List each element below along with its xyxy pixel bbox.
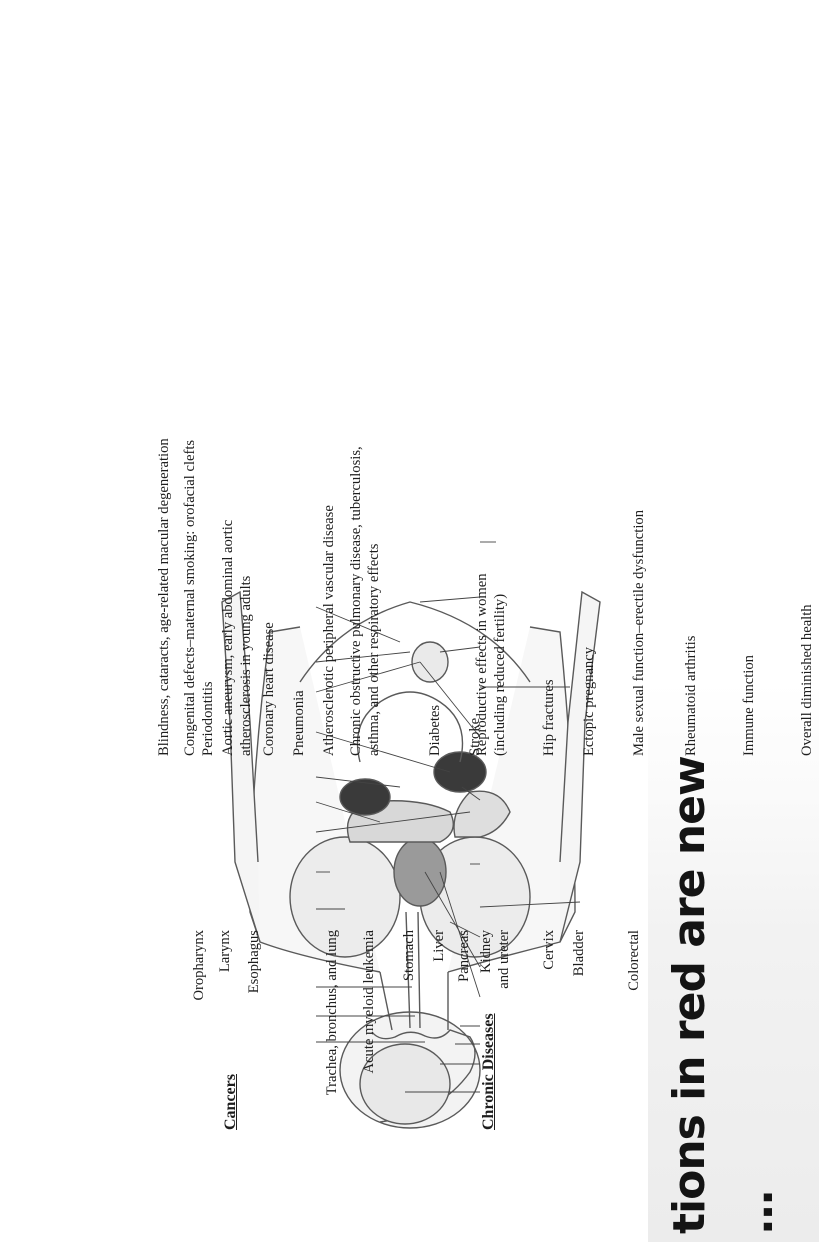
- banner-ellipsis: …: [732, 1190, 783, 1234]
- chronic-label-coronary: Coronary heart disease: [261, 622, 279, 756]
- heart: [394, 838, 446, 906]
- cancer-label-leukemia: Acute myeloid leukemia: [361, 930, 379, 1210]
- cancer-label-pancreas: Pancreas: [456, 930, 474, 1210]
- chronic-label-peripheral: Atherosclerotic peripheral vascular dise…: [321, 505, 339, 756]
- chronic-label-erectile: Male sexual function–erectile dysfunctio…: [631, 510, 649, 756]
- cancer-label-larynx: Larynx: [217, 930, 235, 1210]
- chronic-label-aortic: Aortic aneurysm, early abdominal aortica…: [220, 520, 255, 756]
- kidney-left: [340, 779, 390, 815]
- cancer-label-esophagus: Esophagus: [246, 930, 264, 1210]
- chronic-label-ectopic: Ectopic pregnancy: [581, 647, 599, 756]
- cancer-label-bladder: Bladder: [571, 930, 589, 1210]
- cancer-label-trachea: Trachea, bronchus, and lung: [324, 930, 342, 1210]
- chronic-label-blindness: Blindness, cataracts, age-related macula…: [156, 438, 174, 756]
- chronic-label-periodontitis: Periodontitis: [200, 681, 218, 756]
- cancer-label-stomach: Stomach: [401, 930, 419, 1210]
- chronic-label-pneumonia: Pneumonia: [291, 690, 309, 756]
- cancer-label-cervix: Cervix: [541, 930, 559, 1210]
- chronic-label-diabetes: Diabetes: [427, 705, 445, 756]
- chronic-label-hip: Hip fractures: [541, 679, 559, 756]
- bladder: [412, 642, 448, 682]
- cancer-label-liver: Liver: [431, 930, 449, 1210]
- right-arm: [560, 592, 600, 942]
- chronic-label-congenital: Congenital defects–maternal smoking: oro…: [182, 440, 200, 756]
- chronic-label-overall: Overall diminished health: [799, 604, 817, 756]
- chronic-label-immune: Immune function: [741, 655, 759, 756]
- cancer-label-colorectal: Colorectal: [626, 930, 644, 1210]
- banner-text: tions in red are new: [664, 756, 715, 1234]
- cancer-label-kidney: Kidneyand ureter: [478, 930, 513, 1210]
- kidney-right: [434, 752, 486, 792]
- label-oropharynx: Oropharynx: [191, 930, 209, 1210]
- chronic-label-copd: Chronic obstructive pulmonary disease, t…: [348, 446, 383, 756]
- chronic-label-rheumatoid: Rheumatoid arthritis: [683, 636, 701, 756]
- lung-left: [290, 837, 400, 957]
- leader-erectile: [420, 597, 480, 602]
- chronic-label-reproductive: Reproductive effects in women(including …: [474, 573, 509, 756]
